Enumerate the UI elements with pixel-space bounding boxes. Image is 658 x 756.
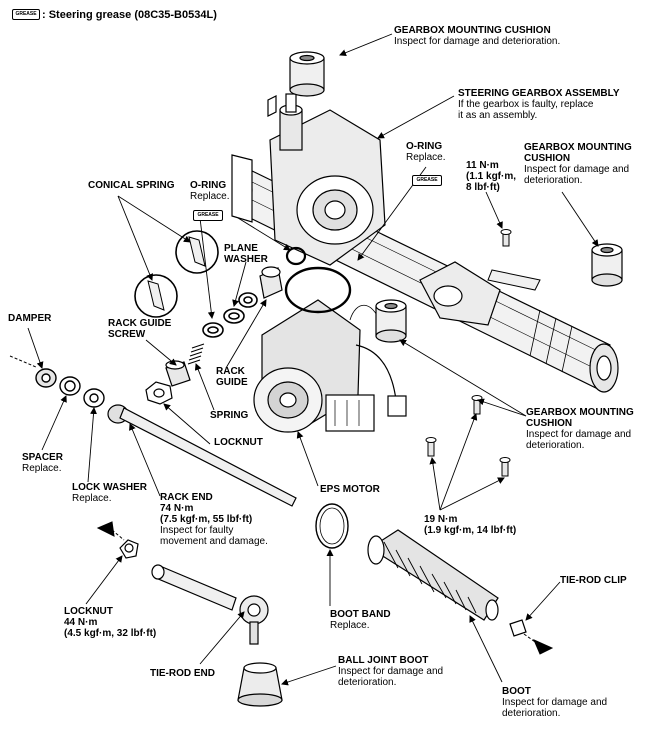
plane-washer bbox=[238, 292, 258, 308]
ball-joint-boot bbox=[237, 662, 283, 707]
label-locknut-rack-guide: LOCKNUT bbox=[214, 437, 263, 448]
rack-end bbox=[107, 404, 297, 507]
grease-icon-o-ring-left: GREASE bbox=[193, 210, 223, 221]
label-spring: SPRING bbox=[210, 410, 249, 421]
label-spacer: SPACER Replace. bbox=[22, 452, 63, 474]
label-rack-guide: RACK GUIDE bbox=[216, 366, 248, 388]
rack-guide bbox=[259, 266, 283, 299]
gearbox-mounting-cushion-bottom bbox=[375, 299, 407, 343]
boot bbox=[367, 529, 499, 621]
label-boot: BOOT Inspect for damage and deterioratio… bbox=[502, 686, 608, 719]
label-gearbox-mounting-cushion-bottom: GEARBOX MOUNTING CUSHION Inspect for dam… bbox=[526, 407, 634, 451]
label-conical-spring: CONICAL SPRING bbox=[88, 180, 175, 191]
tie-rod-end bbox=[151, 564, 269, 645]
conical-spring-washers bbox=[202, 308, 245, 338]
boot-band bbox=[315, 503, 349, 549]
label-torque-11nm: 11 N·m (1.1 kgf·m, 8 lbf·ft) bbox=[466, 160, 517, 193]
eps-motor bbox=[253, 299, 407, 433]
lock-washer bbox=[83, 388, 105, 408]
bolt-19nm-c bbox=[499, 457, 511, 477]
gearbox-mounting-cushion-right bbox=[591, 243, 623, 287]
label-plane-washer: PLANE WASHER bbox=[224, 243, 268, 265]
label-ball-joint-boot: BALL JOINT BOOT Inspect for damage and d… bbox=[338, 655, 444, 688]
label-damper: DAMPER bbox=[8, 313, 52, 324]
steering-gearbox-assembly bbox=[231, 93, 619, 393]
rack-guide-screw bbox=[165, 360, 191, 387]
grease-icon-o-ring-right: GREASE bbox=[412, 175, 442, 186]
spacer bbox=[59, 376, 81, 396]
direction-arrows bbox=[9, 355, 554, 655]
label-lock-washer: LOCK WASHER Replace. bbox=[72, 482, 147, 504]
label-eps-motor: EPS MOTOR bbox=[320, 484, 380, 495]
grease-legend-text: : Steering grease (08C35-B0534L) bbox=[42, 9, 217, 21]
locknut-rack-guide bbox=[145, 381, 173, 405]
damper bbox=[35, 368, 57, 388]
gearbox-mounting-cushion-top bbox=[289, 51, 325, 97]
mounting-bolts bbox=[425, 229, 541, 477]
locknut-tie-rod bbox=[119, 539, 139, 559]
label-locknut-tie-rod: LOCKNUT 44 N·m (4.5 kgf·m, 32 lbf·ft) bbox=[64, 606, 157, 639]
label-rack-guide-screw: RACK GUIDE SCREW bbox=[108, 318, 172, 340]
bolt-11nm bbox=[500, 229, 512, 247]
o-ring-left bbox=[285, 246, 307, 266]
label-rack-end: RACK END 74 N·m (7.5 kgf·m, 55 lbf·ft) I… bbox=[160, 492, 268, 547]
label-steering-gearbox-assembly: STEERING GEARBOX ASSEMBLY If the gearbox… bbox=[458, 88, 620, 121]
label-tie-rod-clip: TIE-ROD CLIP bbox=[560, 575, 627, 586]
bolt-19nm-a bbox=[471, 395, 483, 415]
label-o-ring-right: O-RING Replace. bbox=[406, 141, 446, 163]
label-torque-19nm: 19 N·m (1.9 kgf·m, 14 lbf·ft) bbox=[424, 514, 517, 536]
tie-rod-clip bbox=[509, 619, 527, 637]
grease-legend: GREASE: Steering grease (08C35-B0534L) bbox=[12, 8, 217, 21]
label-gearbox-mounting-cushion-right: GEARBOX MOUNTING CUSHION Inspect for dam… bbox=[524, 142, 632, 186]
label-boot-band: BOOT BAND Replace. bbox=[330, 609, 391, 631]
conical-spring-detail-lower bbox=[134, 274, 178, 318]
label-gearbox-mounting-cushion-top: GEARBOX MOUNTING CUSHION Inspect for dam… bbox=[394, 25, 561, 47]
spring bbox=[187, 343, 205, 365]
label-o-ring-left: O-RING Replace. bbox=[190, 180, 230, 202]
bolt-19nm-b bbox=[425, 437, 437, 457]
o-ring-large bbox=[284, 266, 352, 314]
grease-icon: GREASE bbox=[12, 8, 40, 20]
label-tie-rod-end: TIE-ROD END bbox=[150, 668, 215, 679]
bracket-plate bbox=[487, 269, 541, 291]
